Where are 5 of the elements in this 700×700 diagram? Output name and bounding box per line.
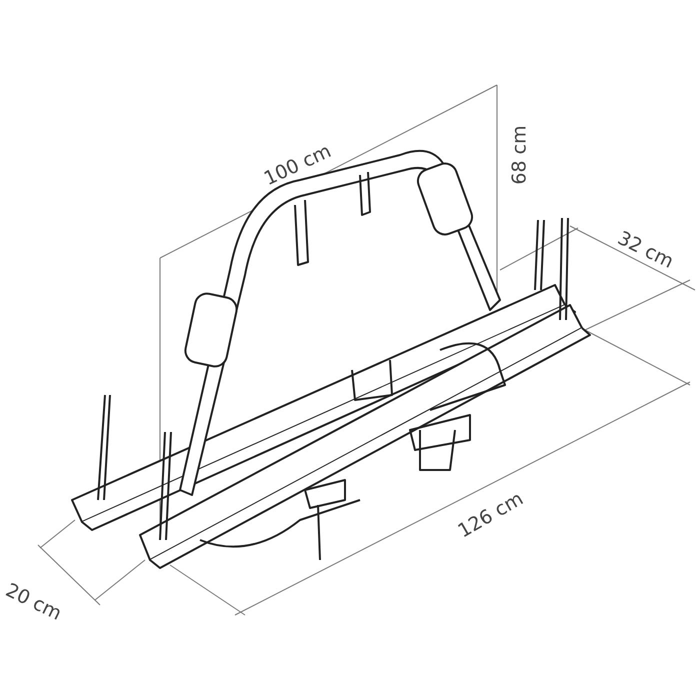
dimension-label: 126 cm — [454, 488, 526, 542]
dimension-label: 32 cm — [614, 227, 676, 273]
dimension-label: 100 cm — [260, 140, 334, 190]
dimension-label: 68 cm — [508, 125, 530, 185]
dimension-label: 20 cm — [2, 579, 64, 625]
